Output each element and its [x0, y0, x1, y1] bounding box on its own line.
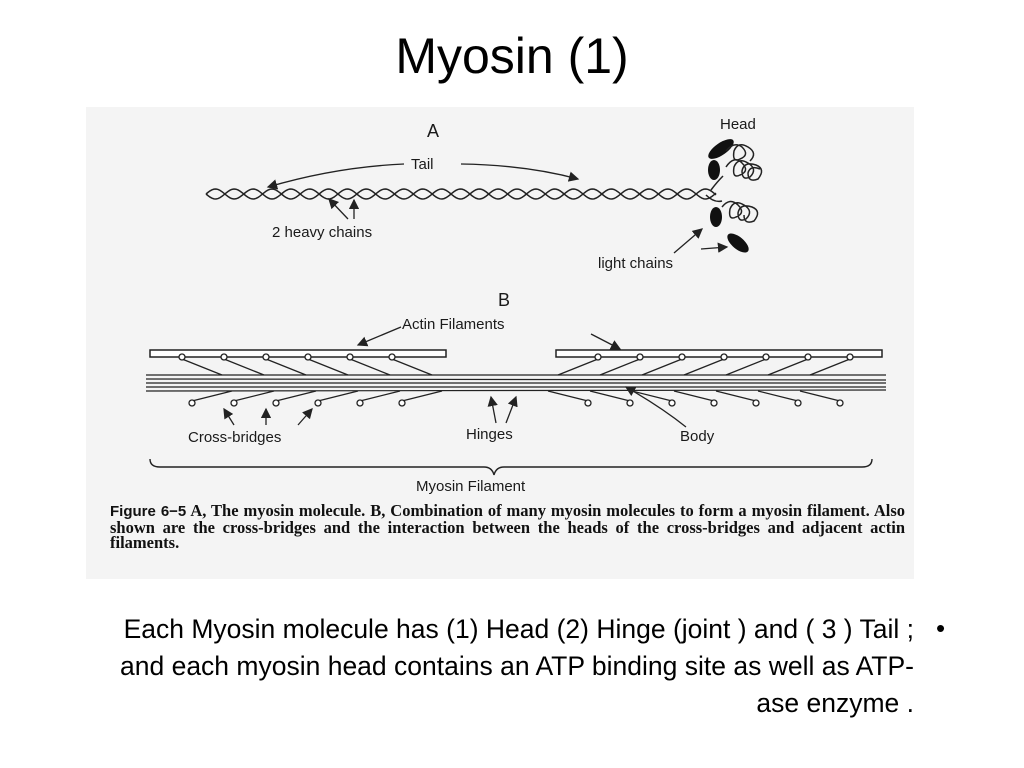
heavy-chain-helix	[205, 188, 717, 200]
bullet-marker: •	[936, 613, 946, 643]
myosin-figure: A Tail Head 2 heavy chains light	[86, 107, 914, 579]
cross-bridge-arrow-3	[297, 408, 313, 426]
heavy-chains-label: 2 heavy chains	[272, 224, 372, 241]
panel-a-label: A	[427, 121, 439, 141]
cross-bridge	[767, 353, 812, 376]
myosin-diagram: A Tail Head 2 heavy chains light	[145, 116, 887, 495]
cross-bridge	[178, 353, 223, 376]
cross-bridge	[631, 390, 676, 407]
panel-b-label: B	[498, 290, 510, 310]
cross-bridge	[673, 390, 718, 407]
tail-arrow-right	[460, 163, 580, 182]
cross-bridge	[356, 390, 401, 407]
cross-bridge	[346, 353, 391, 376]
tail-arrow-left	[266, 163, 405, 190]
cross-bridge	[230, 390, 275, 407]
head-label: Head	[720, 116, 756, 133]
cross-bridge	[809, 353, 854, 376]
cross-bridge	[188, 390, 233, 407]
slide-title: Myosin (1)	[395, 28, 629, 84]
cross-bridge	[220, 353, 265, 376]
cross-bridge	[757, 390, 802, 407]
cross-bridges-label: Cross-bridges	[188, 429, 281, 446]
body-label: Body	[680, 428, 715, 445]
bullet-text: Each Myosin molecule has (1) Head (2) Hi…	[120, 614, 914, 718]
cross-bridge	[547, 390, 592, 407]
figure-number: Figure 6−5	[110, 503, 187, 520]
myosin-head-icon	[708, 139, 763, 181]
actin-filament-right	[555, 349, 883, 358]
cross-bridge	[557, 353, 602, 376]
hinge-arrow-1	[487, 395, 498, 424]
cross-bridge	[799, 390, 844, 407]
cross-bridge	[398, 390, 443, 407]
cross-bridge	[262, 353, 307, 376]
myosin-filament-label: Myosin Filament	[416, 478, 526, 495]
figure-caption: Figure 6−5 A, The myosin molecule. B, Co…	[110, 501, 905, 552]
cross-bridges	[178, 353, 854, 407]
cross-bridge	[725, 353, 770, 376]
cross-bridge	[683, 353, 728, 376]
hinges-label: Hinges	[466, 426, 513, 443]
cross-bridge	[314, 390, 359, 407]
cross-bridge	[304, 353, 349, 376]
light-chains-label: light chains	[598, 255, 673, 272]
actin-arrow-right	[590, 333, 622, 350]
cross-bridge	[272, 390, 317, 407]
light-chain-arrow-2	[700, 242, 729, 253]
tail-label: Tail	[411, 156, 434, 173]
cross-bridge	[641, 353, 686, 376]
body-arrow	[624, 386, 687, 428]
cross-bridge	[715, 390, 760, 407]
cross-bridge	[388, 353, 433, 376]
figure-caption-text: A, The myosin molecule. B, Combination o…	[110, 501, 905, 552]
cross-bridge	[599, 353, 644, 376]
cross-bridge	[589, 390, 634, 407]
actin-filament-left	[149, 349, 447, 358]
hinge-arrow-2	[505, 395, 518, 424]
actin-filaments-label: Actin Filaments	[402, 316, 505, 333]
light-chain-head-icon	[705, 175, 759, 253]
myosin-filament-brace	[149, 458, 873, 476]
myosin-filament-body	[145, 374, 887, 392]
light-chain-arrow-1	[673, 228, 703, 254]
cross-bridge-arrow-1	[223, 407, 235, 426]
actin-arrow-left	[356, 326, 402, 347]
heavy-chain-arrow-1	[328, 198, 349, 220]
